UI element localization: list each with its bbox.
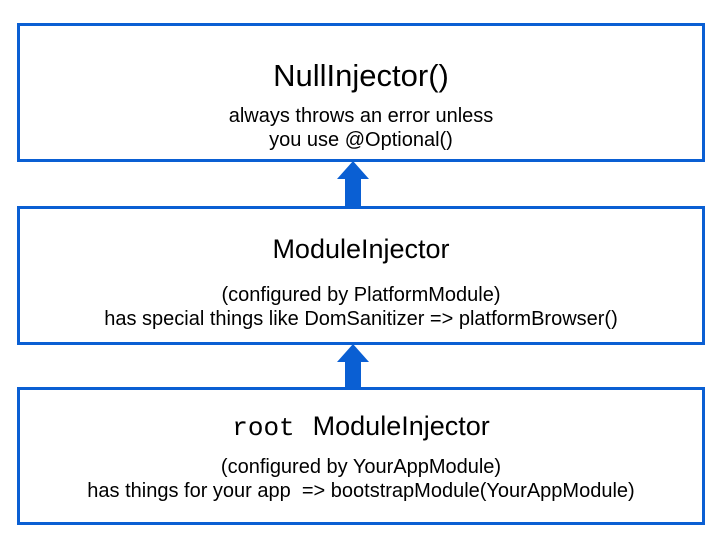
null-injector-desc-line2: you use @Optional() — [269, 129, 453, 151]
null-injector-title: NullInjector() — [273, 58, 449, 93]
arrow-up-icon — [337, 344, 369, 389]
module-injector-box: ModuleInjector (configured by PlatformMo… — [17, 206, 705, 345]
root-module-injector-title-row: root ModuleInjector — [20, 410, 702, 444]
root-prefix: root — [232, 413, 295, 443]
module-injector-desc-line1: (configured by PlatformModule) — [221, 284, 501, 306]
root-module-injector-desc-line2: has things for your app => bootstrapModu… — [87, 480, 635, 502]
root-module-injector-title: ModuleInjector — [312, 411, 490, 441]
null-injector-desc-line1: always throws an error unless — [228, 105, 494, 127]
null-injector-description: always throws an error unless you use @O… — [20, 104, 702, 152]
module-injector-desc-line2: has special things like DomSanitizer => … — [104, 308, 618, 330]
module-injector-title: ModuleInjector — [272, 234, 450, 264]
module-injector-description: (configured by PlatformModule) has speci… — [20, 283, 702, 331]
null-injector-box: NullInjector() always throws an error un… — [17, 23, 705, 162]
root-module-injector-desc-line1: (configured by YourAppModule) — [220, 456, 502, 478]
root-module-injector-box: root ModuleInjector (configured by YourAp… — [17, 387, 705, 525]
root-module-injector-description: (configured by YourAppModule) has things… — [20, 455, 702, 503]
arrow-up-icon — [337, 161, 369, 208]
